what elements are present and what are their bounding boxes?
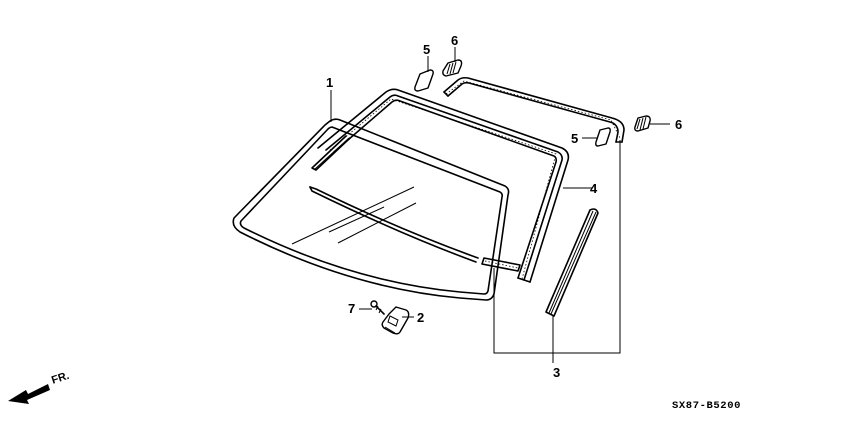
- callout-7[interactable]: 7: [348, 301, 356, 316]
- screw[interactable]: [370, 300, 385, 315]
- spacer-left[interactable]: [414, 69, 434, 92]
- diagram-code: SX87-B5200: [672, 400, 742, 412]
- windshield-glass[interactable]: [232, 118, 510, 301]
- callout-6-left[interactable]: 6: [451, 33, 459, 48]
- leader-lines: [330, 47, 670, 363]
- callout-5-left[interactable]: 5: [423, 42, 431, 57]
- callout-6-right[interactable]: 6: [675, 117, 683, 132]
- fastener-right[interactable]: [634, 115, 651, 132]
- front-arrow-icon: [8, 384, 50, 404]
- dam-rubber-frame[interactable]: [317, 88, 570, 283]
- top-molding[interactable]: [443, 76, 625, 143]
- spacer-right[interactable]: [595, 127, 611, 147]
- callout-4[interactable]: 4: [590, 181, 598, 196]
- callout-1[interactable]: 1: [326, 75, 334, 90]
- callout-5-right[interactable]: 5: [571, 131, 579, 146]
- clip-bracket[interactable]: [381, 306, 410, 335]
- callout-3[interactable]: 3: [553, 365, 561, 380]
- lower-molding[interactable]: [481, 257, 521, 272]
- side-molding[interactable]: [545, 208, 599, 317]
- fastener-left[interactable]: [442, 59, 463, 77]
- callout-2[interactable]: 2: [417, 310, 425, 325]
